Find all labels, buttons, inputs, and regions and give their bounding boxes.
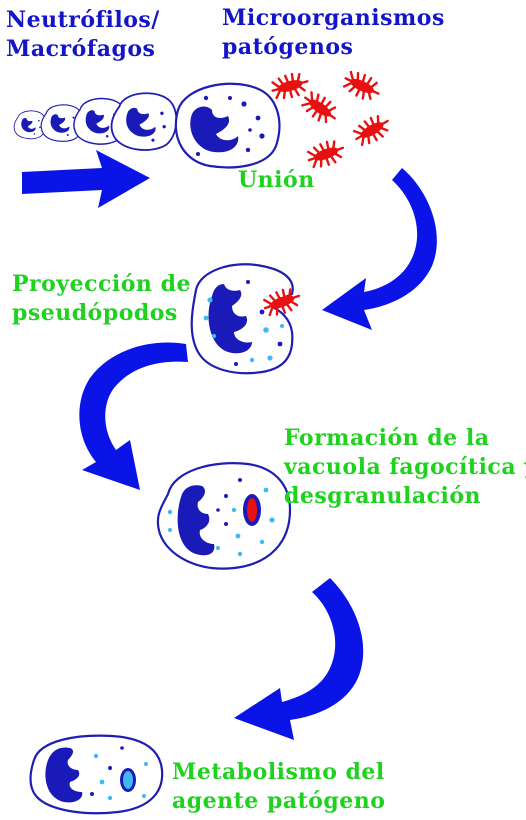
vacuole-cell [156, 462, 292, 570]
label-metabolism: Metabolismo del agente patógeno [172, 758, 385, 816]
migration-arrow [22, 150, 150, 208]
label-metabolism-line-1: Metabolismo del [172, 759, 385, 785]
pseudopod-cell [190, 263, 304, 375]
label-vacuole-line-3: desgranulación [284, 483, 482, 509]
label-binding-text: Unión [238, 167, 315, 193]
label-microbes-line-1: Microorganismos [222, 5, 445, 31]
curved-arrow-1 [322, 168, 437, 330]
label-cells: Neutrófilos/ Macrófagos [6, 6, 160, 64]
label-cells-line-2: Macrófagos [6, 36, 156, 62]
neutrophil-lead-cell [174, 82, 281, 169]
label-metabolism-line-2: agente patógeno [172, 788, 386, 814]
pathogen-2 [339, 67, 385, 105]
label-pseudopods-line-2: pseudópodos [12, 300, 178, 326]
curved-arrow-2 [79, 342, 188, 490]
label-vacuole-line-2: vacuola fagocítica y [284, 454, 526, 480]
curved-arrow-3 [234, 578, 364, 740]
label-microbes-line-2: patógenos [222, 34, 354, 60]
label-pseudopods: Proyección de pseudópodos [12, 270, 191, 328]
migrating-cell-4 [110, 92, 178, 151]
label-binding: Unión [238, 166, 315, 195]
label-microbes: Microorganismos patógenos [222, 4, 445, 62]
label-pseudopods-line-1: Proyección de [12, 271, 191, 297]
label-cells-line-1: Neutrófilos/ [6, 7, 160, 33]
pathogen-3 [297, 87, 343, 129]
pathogen-4 [349, 110, 395, 150]
label-vacuole: Formación de la vacuola fagocítica y des… [284, 424, 526, 511]
pathogen-1 [268, 69, 312, 103]
metabolism-cell [29, 734, 164, 815]
label-vacuole-line-1: Formación de la [284, 425, 490, 451]
